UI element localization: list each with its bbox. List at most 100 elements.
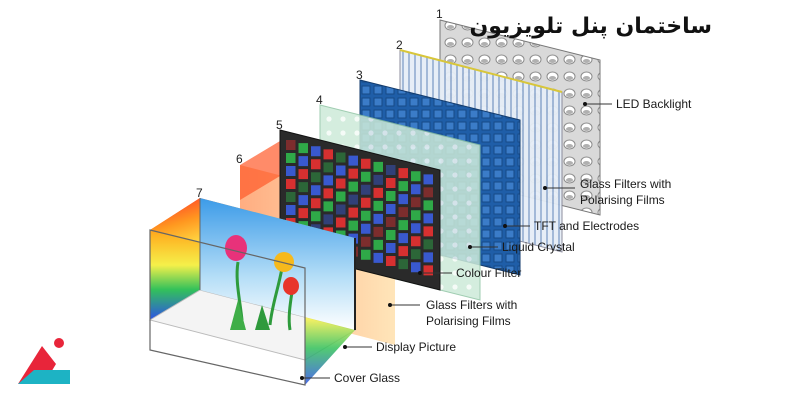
colour-filter-subpixel xyxy=(286,153,296,163)
colour-filter-subpixel xyxy=(386,243,396,253)
colour-filter-subpixel xyxy=(348,155,358,166)
colour-filter-subpixel xyxy=(373,252,383,263)
colour-filter-subpixel xyxy=(311,146,321,157)
colour-filter-subpixel xyxy=(311,211,321,222)
label-led-backlight: LED Backlight xyxy=(616,97,692,111)
colour-filter-subpixel xyxy=(386,217,396,227)
colour-filter-subpixel xyxy=(373,174,383,185)
colour-filter-subpixel xyxy=(323,188,333,199)
colour-filter-subpixel xyxy=(398,233,408,244)
label-glass-filters-front-line1: Glass Filters with xyxy=(426,298,517,312)
colour-filter-subpixel xyxy=(336,165,346,176)
brand-logo-icon xyxy=(18,338,70,384)
colour-filter-subpixel xyxy=(386,204,396,214)
colour-filter-subpixel xyxy=(336,191,346,202)
colour-filter-subpixel xyxy=(423,187,433,198)
colour-filter-subpixel xyxy=(311,185,321,196)
colour-filter-subpixel xyxy=(361,223,371,234)
colour-filter-subpixel xyxy=(423,226,433,237)
colour-filter-subpixel xyxy=(361,249,371,260)
colour-filter-subpixel xyxy=(286,140,296,150)
colour-filter-subpixel xyxy=(336,217,346,228)
colour-filter-subpixel xyxy=(361,158,371,169)
colour-filter-subpixel xyxy=(336,204,346,215)
colour-filter-subpixel xyxy=(423,200,433,211)
colour-filter-subpixel xyxy=(423,252,433,263)
colour-filter-subpixel xyxy=(423,265,433,276)
layer-numbers: 1 2 3 4 5 6 7 xyxy=(196,7,443,200)
label-glass-filters-back-line2: Polarising Films xyxy=(580,193,665,207)
colour-filter-subpixel xyxy=(398,207,408,218)
colour-filter-subpixel xyxy=(398,194,408,205)
layer-number-7: 7 xyxy=(196,186,203,200)
colour-filter-subpixel xyxy=(298,208,308,219)
colour-filter-subpixel xyxy=(411,236,421,247)
colour-filter-subpixel xyxy=(348,168,358,179)
layer-number-3: 3 xyxy=(356,68,363,82)
colour-filter-subpixel xyxy=(411,210,421,221)
colour-filter-subpixel xyxy=(386,178,396,188)
colour-filter-subpixel xyxy=(398,259,408,270)
colour-filter-subpixel xyxy=(348,181,358,192)
label-colour-filter: Colour Filter xyxy=(456,266,521,280)
colour-filter-subpixel xyxy=(398,220,408,231)
colour-filter-subpixel xyxy=(348,194,358,205)
colour-filter-subpixel xyxy=(298,169,308,180)
label-tft-electrodes: TFT and Electrodes xyxy=(534,219,639,233)
colour-filter-subpixel xyxy=(361,171,371,182)
colour-filter-subpixel xyxy=(386,165,396,175)
layer-number-5: 5 xyxy=(276,118,283,132)
label-display-picture: Display Picture xyxy=(376,340,456,354)
leader-dots xyxy=(300,102,587,380)
label-cover-glass: Cover Glass xyxy=(334,371,400,385)
colour-filter-subpixel xyxy=(373,239,383,250)
colour-filter-subpixel xyxy=(286,205,296,215)
colour-filter-subpixel xyxy=(373,226,383,237)
colour-filter-subpixel xyxy=(311,198,321,209)
colour-filter-subpixel xyxy=(336,152,346,163)
colour-filter-subpixel xyxy=(398,181,408,192)
colour-filter-subpixel xyxy=(323,175,333,186)
colour-filter-subpixel xyxy=(411,171,421,182)
colour-filter-subpixel xyxy=(411,197,421,208)
colour-filter-subpixel xyxy=(323,162,333,173)
colour-filter-subpixel xyxy=(411,249,421,260)
label-liquid-crystal: Liquid Crystal xyxy=(502,240,575,254)
colour-filter-subpixel xyxy=(336,178,346,189)
colour-filter-subpixel xyxy=(298,156,308,167)
colour-filter-subpixel xyxy=(361,197,371,208)
layer-number-1: 1 xyxy=(436,7,443,21)
colour-filter-subpixel xyxy=(386,256,396,266)
colour-filter-subpixel xyxy=(298,195,308,206)
colour-filter-subpixel xyxy=(373,187,383,198)
colour-filter-subpixel xyxy=(298,143,308,154)
colour-filter-subpixel xyxy=(411,223,421,234)
colour-filter-subpixel xyxy=(286,179,296,189)
layer-number-2: 2 xyxy=(396,38,403,52)
colour-filter-subpixel xyxy=(411,262,421,273)
colour-filter-subpixel xyxy=(386,230,396,240)
colour-filter-subpixel xyxy=(373,200,383,211)
layer-number-4: 4 xyxy=(316,93,323,107)
colour-filter-subpixel xyxy=(311,172,321,183)
colour-filter-subpixel xyxy=(361,184,371,195)
colour-filter-subpixel xyxy=(373,213,383,224)
colour-filter-subpixel xyxy=(286,192,296,202)
colour-filter-subpixel xyxy=(373,161,383,172)
colour-filter-subpixel xyxy=(348,207,358,218)
page-title: ساختمان پنل تلویزیون xyxy=(469,14,712,39)
colour-filter-subpixel xyxy=(298,182,308,193)
colour-filter-subpixel xyxy=(323,201,333,212)
colour-filter-subpixel xyxy=(311,159,321,170)
layer-labels: LED Backlight Glass Filters with Polaris… xyxy=(334,97,692,385)
colour-filter-subpixel xyxy=(423,174,433,185)
colour-filter-subpixel xyxy=(423,239,433,250)
colour-filter-subpixel xyxy=(361,210,371,221)
colour-filter-subpixel xyxy=(323,214,333,225)
colour-filter-subpixel xyxy=(386,191,396,201)
colour-filter-subpixel xyxy=(348,220,358,231)
colour-filter-subpixel xyxy=(398,246,408,257)
label-glass-filters-front-line2: Polarising Films xyxy=(426,314,511,328)
